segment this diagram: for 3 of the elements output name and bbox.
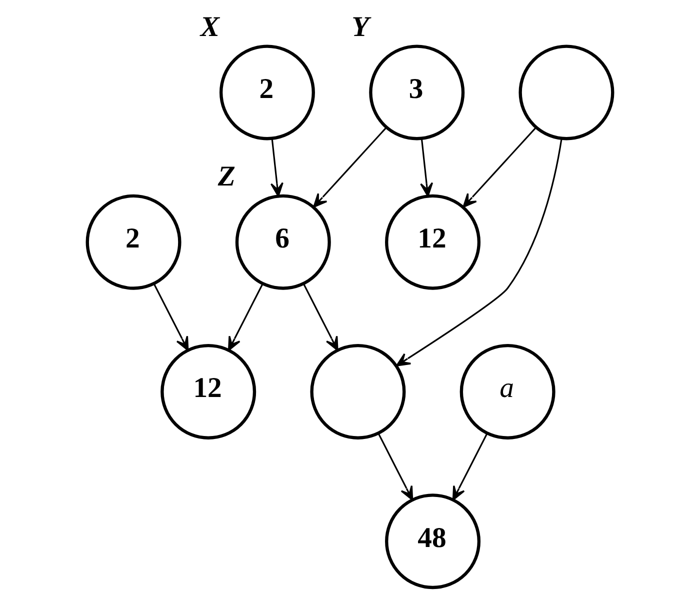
node-label: Z — [218, 160, 236, 192]
node-label: Y — [352, 10, 370, 43]
node-label: X — [200, 10, 220, 43]
